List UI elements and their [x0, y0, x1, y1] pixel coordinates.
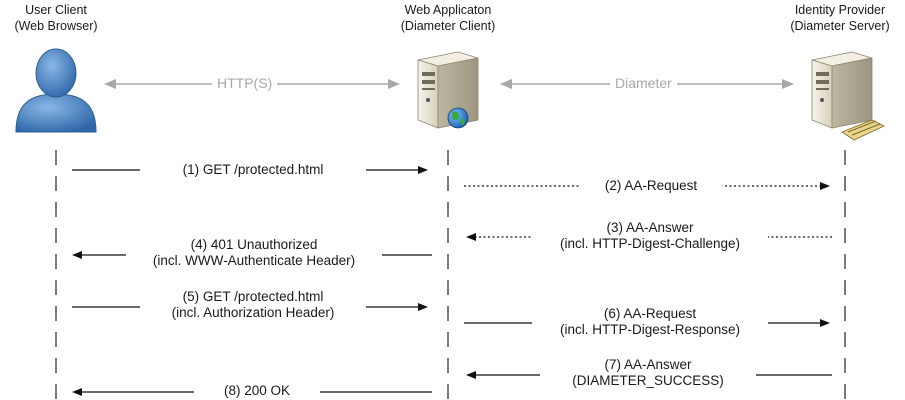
protocol-label-diameter: Diameter [610, 75, 677, 91]
protocol-label-http: HTTP(S) [212, 75, 278, 91]
message-label-1: (1) GET /protected.html [140, 162, 366, 178]
message-arrowhead-3 [466, 233, 476, 241]
message-label-8: (8) 200 OK [194, 383, 320, 399]
message-detail: (incl. Authorization Header) [171, 305, 335, 320]
message-text: (7) AA-Answer [604, 357, 692, 372]
message-arrowhead-5 [418, 303, 428, 311]
participant-label-client: User Client (Web Browser) [0, 2, 112, 34]
message-detail: (incl. HTTP-Digest-Challenge) [559, 236, 741, 251]
message-arrowhead-8 [72, 388, 82, 396]
participant-name: User Client [25, 3, 87, 17]
participant-role: (Diameter Client) [400, 19, 496, 33]
message-arrowhead-2 [820, 182, 830, 190]
diameter-server-icon [811, 51, 885, 141]
message-label-3: (3) AA-Answer (incl. HTTP-Digest-Challen… [532, 220, 768, 252]
participant-role: (Web Browser) [14, 19, 98, 33]
message-label-4: (4) 401 Unauthorized (incl. WWW-Authenti… [126, 237, 382, 269]
participant-label-idp: Identity Provider (Diameter Server) [775, 2, 905, 34]
message-text: (4) 401 Unauthorized [190, 237, 318, 252]
message-label-6: (6) AA-Request (incl. HTTP-Digest-Respon… [532, 306, 768, 338]
message-text: (1) GET /protected.html [182, 162, 324, 177]
message-text: (6) AA-Request [603, 306, 697, 321]
message-arrowhead-1 [418, 166, 428, 174]
message-detail: (incl. WWW-Authenticate Header) [152, 253, 356, 268]
message-text: (5) GET /protected.html [182, 289, 324, 304]
message-detail: (incl. HTTP-Digest-Response) [559, 322, 741, 337]
user-icon [15, 48, 97, 133]
message-arrowhead-4 [72, 251, 82, 259]
message-label-7: (7) AA-Answer (DIAMETER_SUCCESS) [540, 357, 756, 389]
message-label-2: (2) AA-Request [580, 178, 722, 194]
participant-role: (Diameter Server) [790, 19, 890, 33]
message-text: (2) AA-Request [604, 178, 698, 193]
message-arrowhead-7 [466, 371, 476, 379]
message-text: (8) 200 OK [223, 383, 291, 398]
participant-label-app: Web Applicaton (Diameter Client) [378, 2, 518, 34]
message-label-5: (5) GET /protected.html (incl. Authoriza… [140, 289, 366, 321]
message-detail: (DIAMETER_SUCCESS) [572, 373, 724, 388]
participant-name: Web Applicaton [404, 3, 492, 17]
participant-name: Identity Provider [794, 3, 886, 17]
web-server-icon [417, 51, 479, 129]
message-text: (3) AA-Answer [606, 220, 694, 235]
message-arrowhead-6 [820, 319, 830, 327]
